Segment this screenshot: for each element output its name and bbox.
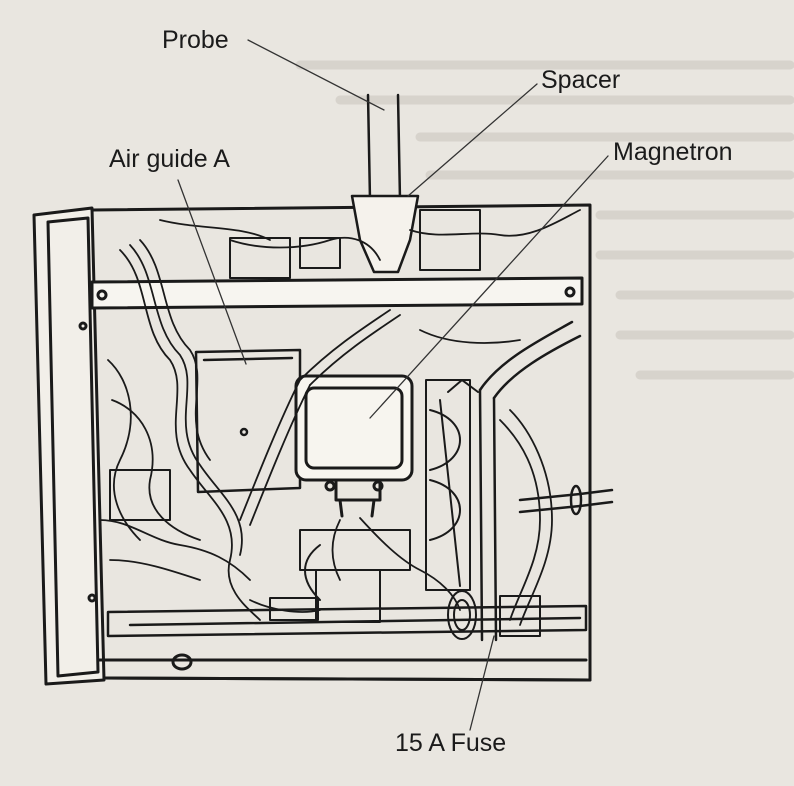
probe-label: Probe: [162, 26, 229, 54]
side-tube: [478, 320, 614, 642]
fuse-label: 15 A Fuse: [395, 729, 507, 757]
cabinet-frame: [90, 203, 592, 682]
lower-components: [269, 529, 541, 640]
air-guide-a-part: [194, 348, 302, 494]
upper-components: [109, 209, 481, 521]
fan-part: [425, 379, 479, 591]
top-cross-bar: [90, 276, 584, 310]
background-bleed-lines: [295, 60, 794, 380]
leader-lines: [177, 39, 609, 731]
wiring-harness: [99, 209, 581, 626]
magnetron-label: Magnetron: [613, 138, 733, 166]
probe-part: [366, 93, 402, 202]
magnetron-part: [294, 374, 414, 518]
front-panel: [32, 206, 106, 686]
spacer-part: [350, 194, 420, 274]
spacer-label: Spacer: [541, 66, 621, 94]
air-guide-a-label: Air guide A: [109, 145, 230, 173]
